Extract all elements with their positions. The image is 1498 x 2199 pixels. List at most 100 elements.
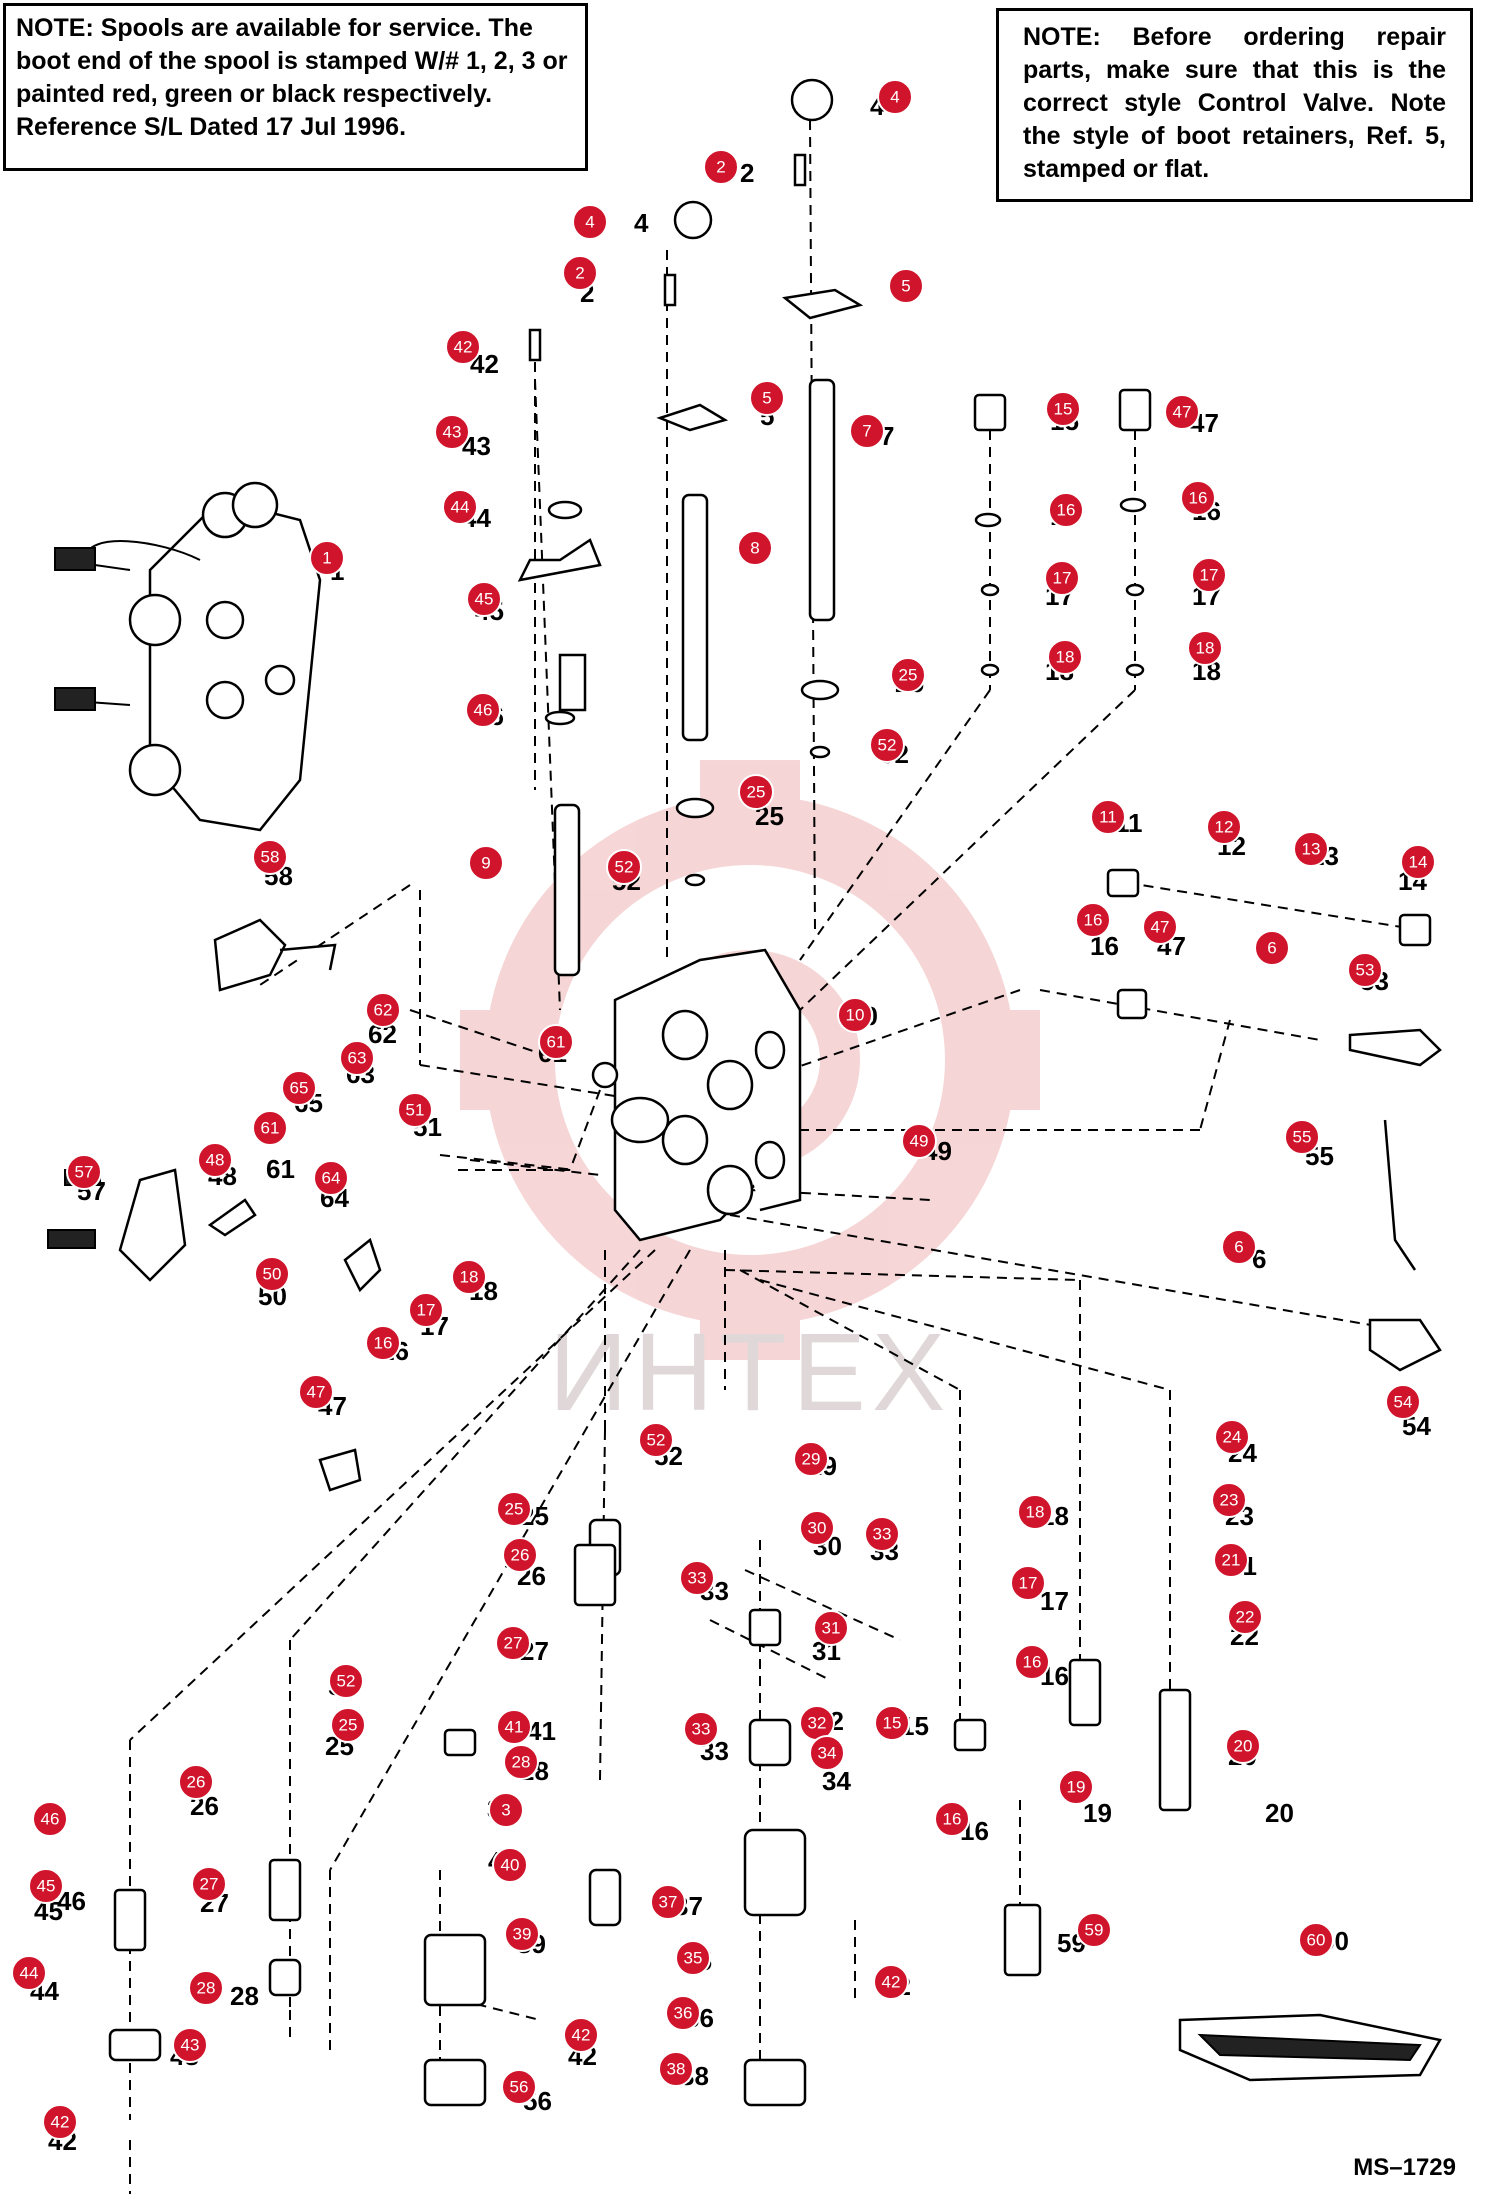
svg-text:25: 25 — [899, 666, 918, 685]
callout-54: 54 — [1385, 1384, 1421, 1420]
callout-42: 42 — [873, 1964, 909, 2000]
callout-16: 16 — [1048, 492, 1084, 528]
svg-text:26: 26 — [187, 1773, 206, 1792]
callout-9: 9 — [468, 845, 504, 881]
svg-text:52: 52 — [878, 736, 897, 755]
callout-17: 17 — [408, 1292, 444, 1328]
note-ordering: NOTE: Before ordering repair parts, make… — [996, 8, 1473, 202]
callout-21: 21 — [1213, 1542, 1249, 1578]
callout-27: 27 — [191, 1866, 227, 1902]
svg-text:2: 2 — [740, 158, 754, 188]
callout-5: 5 — [888, 268, 924, 304]
svg-text:42: 42 — [882, 1973, 901, 1992]
callout-42: 42 — [42, 2104, 78, 2140]
note-spools-heading: NOTE: — [16, 14, 94, 42]
callout-2: 2 — [703, 149, 739, 185]
callout-37: 37 — [650, 1884, 686, 1920]
svg-text:43: 43 — [181, 2036, 200, 2055]
callout-61: 61 — [252, 1110, 288, 1146]
svg-text:28: 28 — [197, 1979, 216, 1998]
svg-text:1: 1 — [322, 549, 331, 568]
callout-8: 8 — [737, 530, 773, 566]
svg-text:39: 39 — [513, 1925, 532, 1944]
svg-text:11: 11 — [1099, 808, 1117, 827]
callout-45: 45 — [466, 581, 502, 617]
svg-text:50: 50 — [263, 1265, 282, 1284]
callout-3: 3 — [488, 1792, 524, 1828]
callout-14: 14 — [1400, 844, 1436, 880]
callout-46: 46 — [32, 1801, 68, 1837]
callout-25: 25 — [890, 657, 926, 693]
callout-12: 12 — [1206, 809, 1242, 845]
svg-text:59: 59 — [1085, 1921, 1104, 1940]
callout-61: 61 — [538, 1024, 574, 1060]
svg-text:65: 65 — [290, 1079, 309, 1098]
callout-59: 59 — [1076, 1912, 1112, 1948]
svg-text:49: 49 — [910, 1132, 929, 1151]
svg-text:34: 34 — [818, 1744, 837, 1763]
callout-16: 16 — [1180, 480, 1216, 516]
svg-text:61: 61 — [547, 1033, 566, 1052]
svg-text:40: 40 — [501, 1856, 520, 1875]
callout-55: 55 — [1284, 1119, 1320, 1155]
svg-text:34: 34 — [822, 1766, 851, 1796]
svg-text:21: 21 — [1222, 1551, 1241, 1570]
callout-40: 40 — [492, 1847, 528, 1883]
callout-36: 36 — [665, 1995, 701, 2031]
svg-text:2: 2 — [716, 158, 725, 177]
svg-text:55: 55 — [1293, 1128, 1312, 1147]
svg-text:58: 58 — [261, 848, 280, 867]
callout-38: 38 — [658, 2051, 694, 2087]
note-ordering-text: Before ordering repair parts, make sure … — [1023, 23, 1446, 183]
callout-43: 43 — [172, 2027, 208, 2063]
svg-text:52: 52 — [615, 858, 634, 877]
callout-16: 16 — [1014, 1644, 1050, 1680]
callout-51: 51 — [397, 1092, 433, 1128]
callout-41: 41 — [496, 1709, 532, 1745]
svg-text:8: 8 — [750, 539, 759, 558]
svg-text:19: 19 — [1083, 1798, 1112, 1828]
callout-33: 33 — [864, 1516, 900, 1552]
callout-43: 43 — [434, 414, 470, 450]
callout-22: 22 — [1227, 1599, 1263, 1635]
callout-16: 16 — [934, 1801, 970, 1837]
callout-47: 47 — [1164, 394, 1200, 430]
callout-6: 6 — [1221, 1229, 1257, 1265]
svg-text:4: 4 — [634, 208, 649, 238]
callout-30: 30 — [799, 1510, 835, 1546]
callout-52: 52 — [606, 849, 642, 885]
svg-text:47: 47 — [1173, 403, 1192, 422]
svg-text:42: 42 — [572, 2026, 591, 2045]
svg-text:61: 61 — [266, 1154, 295, 1184]
svg-text:53: 53 — [1356, 961, 1375, 980]
svg-text:17: 17 — [1040, 1586, 1069, 1616]
svg-text:16: 16 — [1084, 911, 1103, 930]
svg-text:15: 15 — [883, 1714, 902, 1733]
callout-6: 6 — [1254, 930, 1290, 966]
svg-text:54: 54 — [1394, 1393, 1413, 1412]
svg-text:42: 42 — [454, 338, 473, 357]
svg-text:16: 16 — [1023, 1653, 1042, 1672]
callout-47: 47 — [298, 1374, 334, 1410]
callout-42: 42 — [445, 329, 481, 365]
callout-10: 10 — [837, 997, 873, 1033]
svg-text:4: 4 — [585, 213, 594, 232]
callout-45: 45 — [28, 1868, 64, 1904]
svg-text:6: 6 — [1234, 1238, 1243, 1257]
svg-text:29: 29 — [802, 1450, 821, 1469]
svg-text:48: 48 — [206, 1151, 225, 1170]
svg-text:18: 18 — [1056, 648, 1075, 667]
svg-text:18: 18 — [1026, 1503, 1045, 1522]
svg-text:35: 35 — [684, 1949, 703, 1968]
callout-26: 26 — [502, 1537, 538, 1573]
svg-text:15: 15 — [1054, 400, 1073, 419]
svg-text:18: 18 — [1196, 639, 1215, 658]
svg-text:20: 20 — [1234, 1737, 1253, 1756]
svg-text:41: 41 — [527, 1716, 556, 1746]
svg-text:46: 46 — [41, 1810, 60, 1829]
svg-text:23: 23 — [1220, 1491, 1239, 1510]
svg-text:33: 33 — [692, 1720, 711, 1739]
svg-text:44: 44 — [20, 1964, 39, 1983]
svg-text:7: 7 — [862, 422, 871, 441]
callout-58: 58 — [252, 839, 288, 875]
